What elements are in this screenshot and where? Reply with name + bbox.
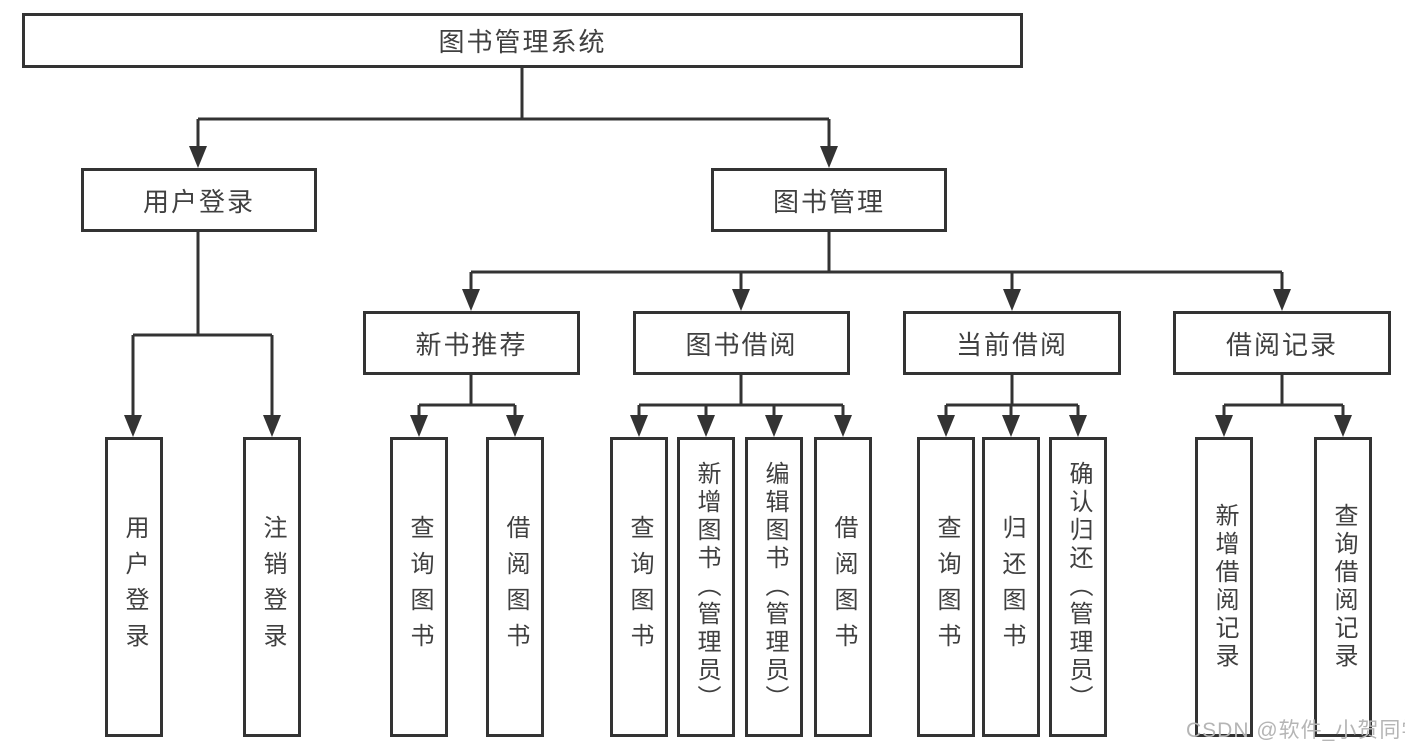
leaf-query-borrow-record: 查询借阅记录	[1314, 437, 1372, 737]
node-current-borrow: 当前借阅	[903, 311, 1121, 375]
leaf-confirm-return-admin: 确认归还（管理员）	[1049, 437, 1107, 737]
leaf-query-books-recommend: 查询图书	[390, 437, 448, 737]
leaf-return-book: 归还图书	[982, 437, 1040, 737]
node-library-system: 图书管理系统	[22, 13, 1023, 68]
leaf-borrow-books-recommend: 借阅图书	[486, 437, 544, 737]
node-book-borrow: 图书借阅	[633, 311, 850, 375]
leaf-query-books-borrow: 查询图书	[610, 437, 668, 737]
node-user-login: 用户登录	[81, 168, 317, 232]
leaf-user-login: 用户登录	[105, 437, 163, 737]
node-borrow-records: 借阅记录	[1173, 311, 1391, 375]
leaf-add-book-admin: 新增图书（管理员）	[677, 437, 735, 737]
leaf-borrow-books: 借阅图书	[814, 437, 872, 737]
leaf-edit-book-admin: 编辑图书（管理员）	[745, 437, 803, 737]
leaf-add-borrow-record: 新增借阅记录	[1195, 437, 1253, 737]
node-book-management: 图书管理	[711, 168, 947, 232]
leaf-query-books-current: 查询图书	[917, 437, 975, 737]
node-new-book-recommend: 新书推荐	[363, 311, 580, 375]
csdn-watermark: CSDN @软件_小贺同学	[1186, 719, 1405, 742]
leaf-logout: 注销登录	[243, 437, 301, 737]
